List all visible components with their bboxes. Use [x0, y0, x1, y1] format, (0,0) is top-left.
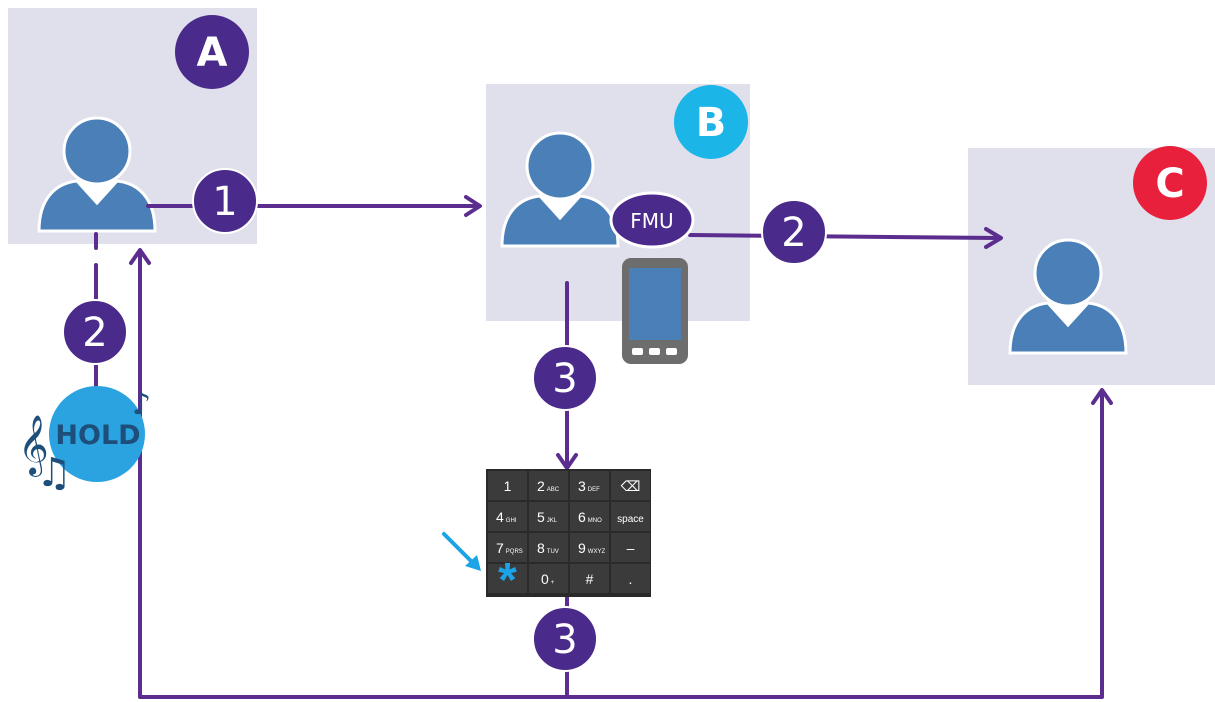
node-badge-a-label: A — [197, 30, 228, 76]
keypad-key[interactable]: ⌫ — [611, 471, 650, 500]
keypad-key-bg — [529, 564, 568, 593]
keypad-key-label: 1 — [504, 478, 512, 494]
keypad-key-sublabel: JKL — [547, 518, 558, 524]
fmu-label: FMU — [630, 209, 673, 233]
step-badge-a-to-b: 1 — [192, 168, 258, 234]
step-badge-a-hold: 2 — [62, 299, 128, 365]
keypad-key-bg — [488, 502, 527, 531]
keypad-key[interactable]: 0+ — [529, 564, 568, 593]
node-badge-b: B — [674, 85, 748, 159]
keypad-key[interactable]: * — [488, 554, 527, 607]
mobile-phone-icon — [622, 258, 688, 364]
keypad-key[interactable]: # — [570, 564, 609, 593]
hold-label: HOLD — [55, 420, 140, 451]
hold-music-icon: HOLD 𝄞 ♪ ♫ — [18, 386, 151, 496]
keypad-key-bg — [611, 533, 650, 562]
keypad-key-bg — [488, 471, 527, 500]
keypad-key[interactable]: – — [611, 533, 650, 562]
keypad-key-bg — [611, 502, 650, 531]
keypad-key-bg — [570, 564, 609, 593]
beamed-notes-icon: ♫ — [36, 450, 72, 496]
keypad-key-bg — [529, 502, 568, 531]
node-badge-b-label: B — [696, 100, 727, 146]
keypad-key-label: . — [629, 571, 633, 587]
keypad-key-sublabel: GHI — [506, 518, 517, 524]
keypad-key-sublabel: + — [551, 580, 555, 586]
keypad-key-bg — [488, 564, 527, 593]
fmu-badge: FMU — [609, 191, 695, 249]
music-note-icon: ♪ — [132, 387, 151, 422]
keypad-key-label: – — [627, 540, 635, 556]
step-label-transfer: 3 — [552, 617, 577, 663]
keypad-key-bg — [570, 471, 609, 500]
keypad-key-label: ⌫ — [621, 478, 641, 494]
keypad-key-bg — [529, 471, 568, 500]
step-label-a-to-b: 1 — [212, 179, 237, 225]
node-badge-c: C — [1133, 146, 1207, 220]
keypad-key-label: space — [617, 514, 644, 525]
arrow-b-to-c — [688, 227, 1003, 249]
keypad-key-label: # — [586, 571, 594, 587]
keypad-key[interactable]: 1 — [488, 471, 527, 500]
node-badge-c-label: C — [1155, 161, 1184, 207]
keypad-key-label: * — [498, 554, 517, 607]
star-key-pointer — [442, 532, 481, 571]
step-badge-b-dial: 3 — [532, 345, 598, 411]
keypad-key-sublabel: DEF — [588, 487, 600, 493]
keypad-key[interactable]: . — [611, 564, 650, 593]
keypad-key-bg — [529, 533, 568, 562]
keypad-key-bg — [488, 533, 527, 562]
keypad-key-bg — [611, 471, 650, 500]
keypad-key-sublabel: MNO — [588, 518, 602, 524]
keypad-key-bg — [570, 502, 609, 531]
treble-clef-icon: 𝄞 — [18, 415, 49, 477]
step-label-b-dial: 3 — [552, 356, 577, 402]
keypad-key-sublabel: ABC — [547, 487, 560, 493]
step-badge-transfer: 3 — [532, 606, 598, 672]
keypad-key[interactable]: space — [611, 502, 650, 531]
keypad-key-bg — [570, 533, 609, 562]
keypad-key-sublabel: WXYZ — [588, 549, 606, 555]
keypad-key-sublabel: PQRS — [506, 549, 523, 555]
step-label-a-hold: 2 — [82, 310, 107, 356]
step-badge-b-to-c: 2 — [761, 199, 827, 265]
node-badge-a: A — [175, 15, 249, 89]
step-label-b-to-c: 2 — [781, 210, 806, 256]
keypad-key-sublabel: TUV — [547, 549, 559, 555]
keypad-key-bg — [611, 564, 650, 593]
